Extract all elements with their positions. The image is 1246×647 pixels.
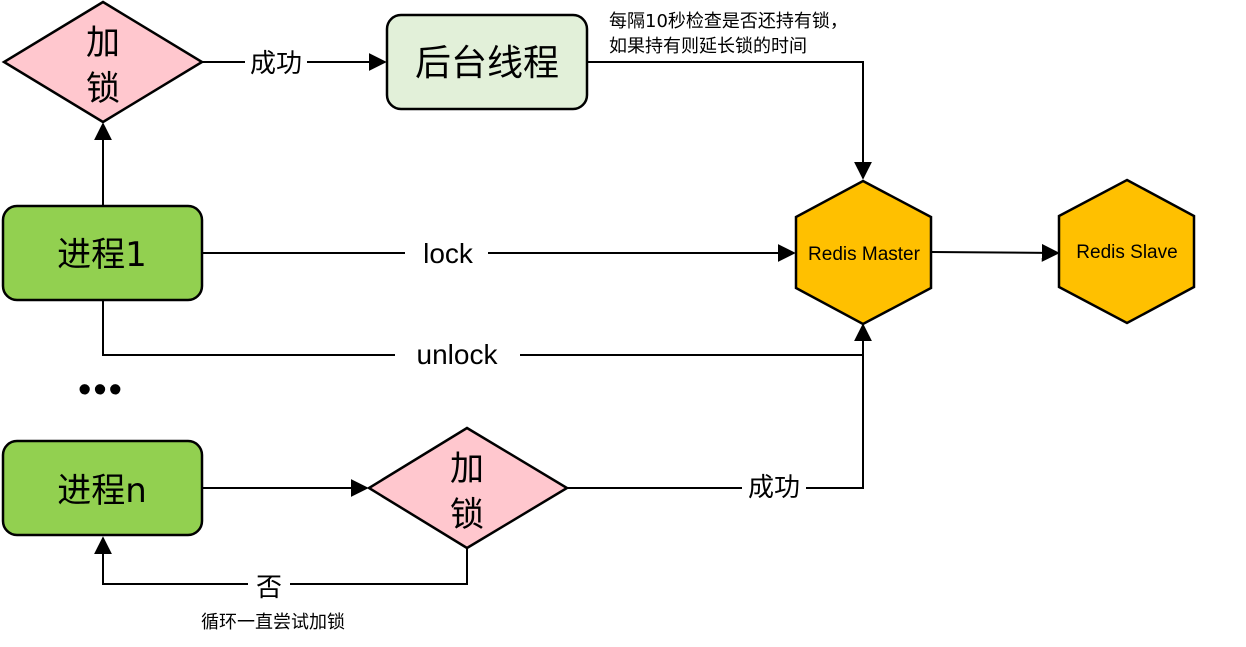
note-renew-line1: 每隔10秒检查是否还持有锁， bbox=[609, 11, 848, 32]
processn-label: 进程n bbox=[57, 471, 147, 511]
edge-retry-loop bbox=[94, 536, 468, 585]
edge-unlock bbox=[102, 300, 863, 356]
edge-label-no: 否 bbox=[256, 573, 282, 603]
process1-box: 进程1 bbox=[1, 204, 204, 302]
edge-thread-to-master bbox=[588, 61, 872, 180]
lock-bottom-line2: 锁 bbox=[450, 495, 484, 535]
lock-diamond-top: 加 锁 bbox=[1, 0, 205, 124]
redis-master-hexagon: Redis Master bbox=[794, 179, 933, 326]
edge-label-success-bottom: 成功 bbox=[748, 473, 800, 503]
edge-master-to-slave bbox=[930, 243, 1060, 262]
edge-label-success-top: 成功 bbox=[250, 49, 302, 79]
background-thread-label: 后台线程 bbox=[415, 43, 559, 84]
note-renew-line2: 如果持有则延长锁的时间 bbox=[609, 36, 807, 57]
edge-label-lock: lock bbox=[423, 238, 474, 269]
lock-top-line1: 加 bbox=[86, 23, 120, 63]
background-thread-box: 后台线程 bbox=[385, 13, 589, 111]
process1-label: 进程1 bbox=[57, 235, 147, 275]
note-retry: 循环一直尝试加锁 bbox=[201, 612, 345, 633]
redis-slave-label: Redis Slave bbox=[1076, 242, 1177, 263]
edge-label-unlock: unlock bbox=[417, 339, 499, 370]
lock-top-line2: 锁 bbox=[86, 69, 120, 109]
lock-diamond-bottom: 加 锁 bbox=[366, 426, 570, 550]
processn-box: 进程n bbox=[1, 439, 204, 537]
redis-slave-hexagon: Redis Slave bbox=[1057, 178, 1196, 325]
edge-lock-to-master bbox=[567, 323, 872, 489]
lock-bottom-line1: 加 bbox=[450, 449, 484, 489]
redis-master-label: Redis Master bbox=[808, 244, 921, 265]
ellipsis: ••• bbox=[78, 369, 124, 411]
